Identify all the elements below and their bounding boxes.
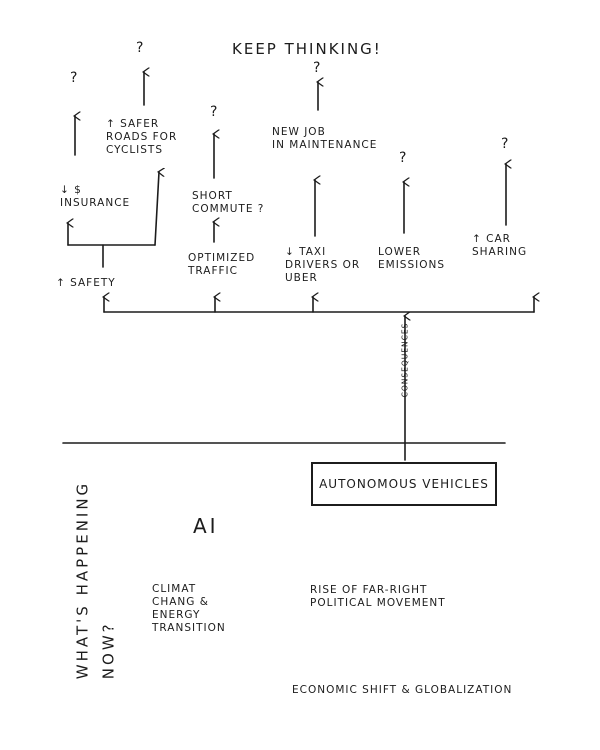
label-car-sharing: ↑ CAR SHARING bbox=[472, 233, 528, 259]
label-new-job: NEW JOB IN MAINTENANCE bbox=[272, 126, 378, 152]
question-mark-new-job: ? bbox=[313, 60, 322, 76]
question-mark-insurance: ? bbox=[70, 70, 79, 86]
label-optimized-traffic: OPTIMIZED TRAFFIC bbox=[188, 252, 256, 278]
question-mark-car-sharing: ? bbox=[501, 136, 510, 152]
label-lower-emissions: LOWER EMISSIONS bbox=[378, 246, 446, 272]
label-far-right: RISE OF FAR-RIGHT POLITICAL MOVEMENT bbox=[310, 584, 446, 610]
title-keep-thinking: KEEP THINKING! bbox=[232, 40, 382, 58]
autonomous-vehicles-box: AUTONOMOUS VEHICLES bbox=[311, 462, 497, 506]
label-safer-roads: ↑ SAFER ROADS FOR CYCLISTS bbox=[106, 118, 178, 157]
label-ai: AI bbox=[193, 514, 219, 538]
label-climate: CLIMAT CHANG & ENERGY TRANSITION bbox=[152, 583, 226, 635]
label-taxi-drivers: ↓ TAXI DRIVERS OR UBER bbox=[285, 246, 361, 285]
autonomous-vehicles-label: AUTONOMOUS VEHICLES bbox=[319, 477, 489, 491]
label-safety: ↑ SAFETY bbox=[56, 277, 116, 289]
label-economic-shift: ECONOMIC SHIFT & GLOBALIZATION bbox=[292, 684, 513, 696]
label-insurance: ↓ $ INSURANCE bbox=[60, 184, 131, 210]
label-short-commute: SHORT COMMUTE ? bbox=[192, 190, 265, 216]
question-mark-emissions: ? bbox=[399, 150, 408, 166]
whats-happening-now-heading: WHAT'S HAPPENING NOW? bbox=[73, 480, 118, 680]
question-mark-short-commute: ? bbox=[210, 104, 219, 120]
arrow-to-safer-roads bbox=[154, 172, 159, 246]
label-consequences: CONSEQUENCES bbox=[400, 322, 410, 398]
question-mark-safer-roads: ? bbox=[136, 40, 145, 56]
